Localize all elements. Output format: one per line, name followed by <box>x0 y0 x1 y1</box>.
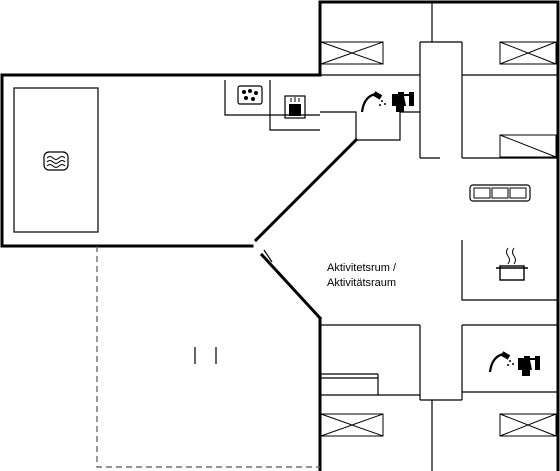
bed-icon <box>320 41 384 65</box>
upper-bedrooms <box>320 2 558 159</box>
hot-tub-icon <box>237 85 263 105</box>
bed-icon <box>499 134 557 158</box>
pool-room <box>0 73 322 248</box>
toilet-icon <box>392 92 414 112</box>
sauna-icon <box>284 95 306 119</box>
bed-icon <box>320 413 384 437</box>
room-label-line2: Aktivitätsraum <box>327 277 396 289</box>
sofa-icon <box>469 184 531 202</box>
shower-icon <box>360 91 386 113</box>
pool-icon <box>43 151 69 171</box>
toilet-icon <box>518 356 540 376</box>
terrace-outline <box>96 246 320 468</box>
shower-icon <box>488 351 514 373</box>
bed-icon <box>499 413 557 437</box>
lower-bedrooms <box>320 324 558 471</box>
outer-walls <box>253 0 560 471</box>
stove-pot-icon <box>496 247 528 281</box>
pool-basin <box>13 87 99 233</box>
bed-icon <box>499 41 557 65</box>
room-label-line1: Aktivitetsrum / <box>327 262 397 274</box>
activity-room: Aktivitetsrum / Aktivitätsraum <box>327 184 558 301</box>
